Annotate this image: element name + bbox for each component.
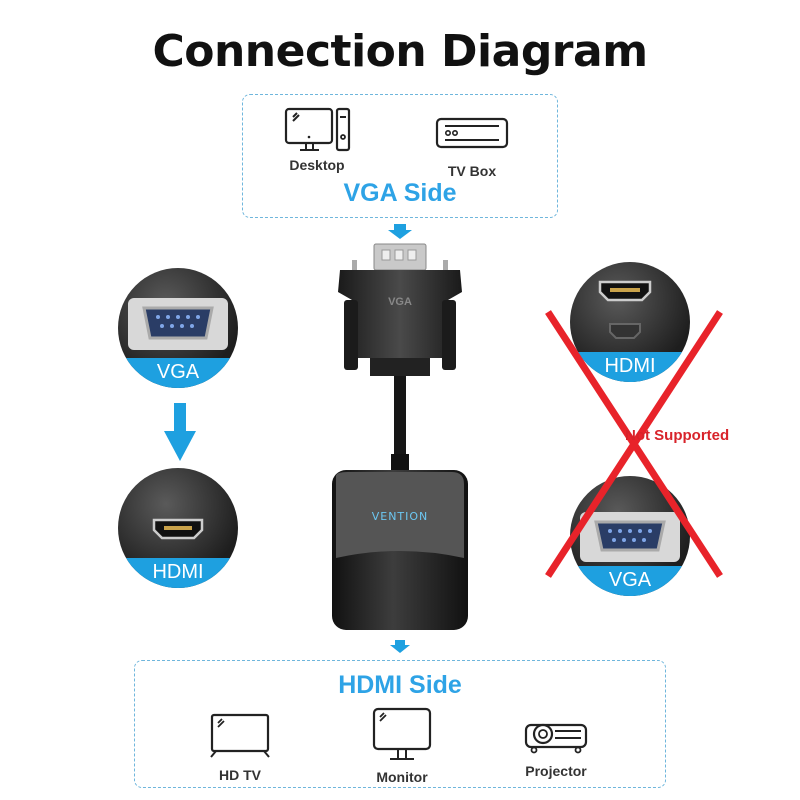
projector-icon xyxy=(524,723,588,754)
vga-band-label: VGA xyxy=(570,566,690,596)
vga-band-label: VGA xyxy=(118,358,238,388)
hdmi-band-label: HDMI xyxy=(118,558,238,588)
vga-port-icon xyxy=(128,298,228,350)
device-tv-box: TV Box xyxy=(429,117,515,179)
page-title: Connection Diagram xyxy=(152,26,648,77)
hdmi-port-photo-unsupported: HDMI xyxy=(570,262,690,382)
device-label: HD TV xyxy=(219,767,261,783)
device-monitor: Monitor xyxy=(357,707,447,785)
not-supported-label: Not Supported xyxy=(625,427,730,444)
vga-to-hdmi-adapter: VGA VENTION xyxy=(332,243,468,630)
down-arrow-icon xyxy=(164,403,196,461)
device-label: TV Box xyxy=(447,163,497,179)
vga-connector-photo: VGA xyxy=(118,268,238,388)
hd-tv-icon xyxy=(210,713,270,758)
device-hd-tv: HD TV xyxy=(195,713,285,783)
vga-connector-photo-unsupported: VGA xyxy=(570,476,690,596)
hdmi-port-photo: HDMI xyxy=(118,468,238,588)
vga-connector-label: VGA xyxy=(388,296,412,308)
brand-logo: VENTION xyxy=(372,510,429,523)
device-label: Projector xyxy=(525,763,587,779)
hdmi-side-label: HDMI Side xyxy=(338,671,462,699)
hdmi-port-icon xyxy=(598,280,652,339)
hdmi-port-icon xyxy=(152,518,204,540)
desktop-icon xyxy=(284,107,351,152)
down-arrow-icon xyxy=(390,640,410,653)
device-projector: Projector xyxy=(511,719,601,779)
vga-port-icon xyxy=(580,512,680,562)
device-desktop: Desktop xyxy=(277,107,357,173)
hdmi-side-box: HDMI Side HD TV Monitor xyxy=(134,660,666,788)
vga-side-box: Desktop TV Box VGA Side xyxy=(242,94,558,218)
tv-box-icon xyxy=(435,117,509,149)
vga-side-label: VGA Side xyxy=(343,179,457,207)
monitor-icon xyxy=(372,707,432,760)
not-supported-cross-icon xyxy=(545,310,723,578)
device-label: Desktop xyxy=(289,157,345,173)
down-arrow-icon xyxy=(388,224,412,239)
device-label: Monitor xyxy=(376,769,428,785)
